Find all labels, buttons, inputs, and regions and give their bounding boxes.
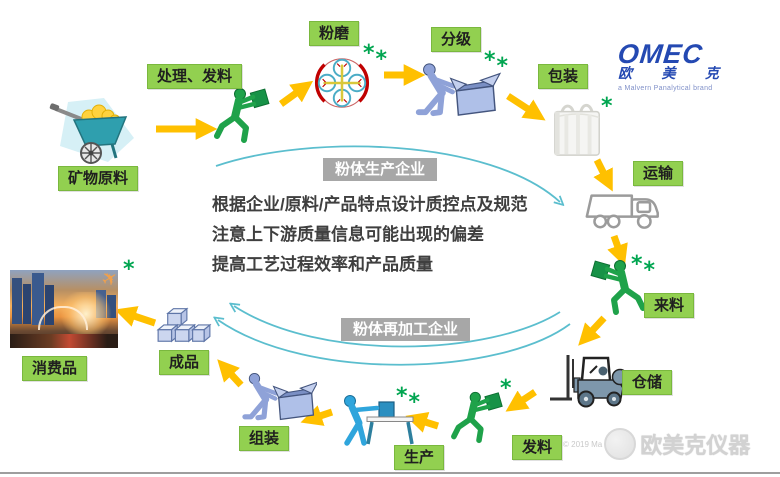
qc-marker-grinding: ** bbox=[363, 41, 389, 72]
stage-label-finished: 成品 bbox=[159, 350, 210, 375]
grinding-mill-icon bbox=[314, 58, 370, 108]
watermark-logo-icon bbox=[604, 428, 637, 460]
stage-label-assembly: 组装 bbox=[239, 426, 290, 451]
stage-label-grinding: 粉磨 bbox=[309, 21, 360, 46]
watermark-copyright: © 2019 Ma bbox=[563, 439, 603, 449]
omec-wordmark: OMEC bbox=[616, 39, 705, 69]
building-shape bbox=[23, 284, 31, 324]
stage-label-consumer: 消费品 bbox=[22, 356, 88, 381]
qc-marker-packing: * bbox=[601, 94, 614, 119]
worker-carrying-box-icon bbox=[214, 88, 270, 143]
worker-dispatch-icon bbox=[451, 391, 503, 444]
wheelbarrow-icon bbox=[49, 98, 134, 164]
stage-label-classify: 分级 bbox=[431, 27, 482, 52]
qc-note-line: 注意上下游质量信息可能出现的偏差 bbox=[212, 225, 484, 244]
arrow-packing-to-transport bbox=[593, 158, 613, 192]
consumer-city-photo: ✈ bbox=[10, 270, 118, 348]
banner-powder-reprocessor: 粉体再加工企业 bbox=[341, 318, 471, 341]
arrow-production-to-assembly bbox=[300, 405, 334, 426]
omec-logo: OMEC 欧 美 克 a Malvern Panalytical brand bbox=[616, 39, 738, 92]
qc-marker-classify: ** bbox=[484, 48, 510, 79]
finished-boxes-icon bbox=[156, 307, 212, 343]
arrow-handle-to-grinding bbox=[278, 80, 314, 107]
stage-label-dispatch: 发料 bbox=[512, 435, 563, 460]
qc-marker-production: ** bbox=[396, 384, 422, 415]
building-shape bbox=[45, 285, 54, 325]
watermark-brand: 欧美克仪器 bbox=[640, 433, 751, 458]
worker-incoming-icon bbox=[590, 260, 646, 315]
road bbox=[10, 334, 118, 348]
classify-packer-icon bbox=[415, 63, 502, 117]
bottom-divider bbox=[0, 472, 780, 474]
stage-label-warehouse: 仓储 bbox=[622, 370, 673, 395]
stage-label-mineral: 矿物原料 bbox=[58, 166, 139, 191]
assembly-packer-icon bbox=[242, 373, 317, 421]
qc-note-line: 提高工艺过程效率和产品质量 bbox=[212, 255, 433, 274]
omec-tagline: a Malvern Panalytical brand bbox=[618, 85, 713, 92]
building-shape bbox=[32, 273, 44, 325]
omec-chinese: 欧 美 克 bbox=[618, 67, 732, 82]
stage-label-packing: 包装 bbox=[538, 64, 589, 89]
qc-marker-incoming: ** bbox=[631, 252, 657, 283]
arrow-transport-to-incoming bbox=[607, 234, 628, 267]
banner-powder-producer: 粉体生产企业 bbox=[323, 158, 438, 181]
arrow-warehouse-to-dispatch bbox=[505, 389, 537, 412]
qc-notes: 根据企业/原料/产品特点设计质控点及规范 注意上下游质量信息可能出现的偏差 提高… bbox=[212, 190, 527, 280]
qc-marker-consumer: * bbox=[123, 257, 136, 282]
arrow-classify-to-packing bbox=[506, 93, 546, 121]
stage-label-transport: 运输 bbox=[633, 161, 684, 186]
arrow-finished-to-consumer bbox=[114, 306, 157, 327]
qc-note-line: 根据企业/原料/产品特点设计质控点及规范 bbox=[212, 195, 528, 214]
stage-label-handle: 处理、发料 bbox=[147, 64, 243, 89]
truck-icon bbox=[585, 194, 659, 229]
arrow-dispatch-to-production bbox=[405, 411, 440, 433]
arrow-incoming-to-warehouse bbox=[578, 315, 607, 346]
building-shape bbox=[12, 278, 22, 324]
production-conveyor-icon bbox=[344, 395, 414, 446]
watermark: © 2019 Ma 欧美克仪器 bbox=[563, 424, 750, 464]
stage-label-production: 生产 bbox=[394, 445, 445, 470]
bulk-bag-icon bbox=[554, 103, 600, 156]
stage-label-incoming: 来料 bbox=[644, 293, 695, 318]
qc-marker-dispatch: * bbox=[500, 376, 513, 401]
